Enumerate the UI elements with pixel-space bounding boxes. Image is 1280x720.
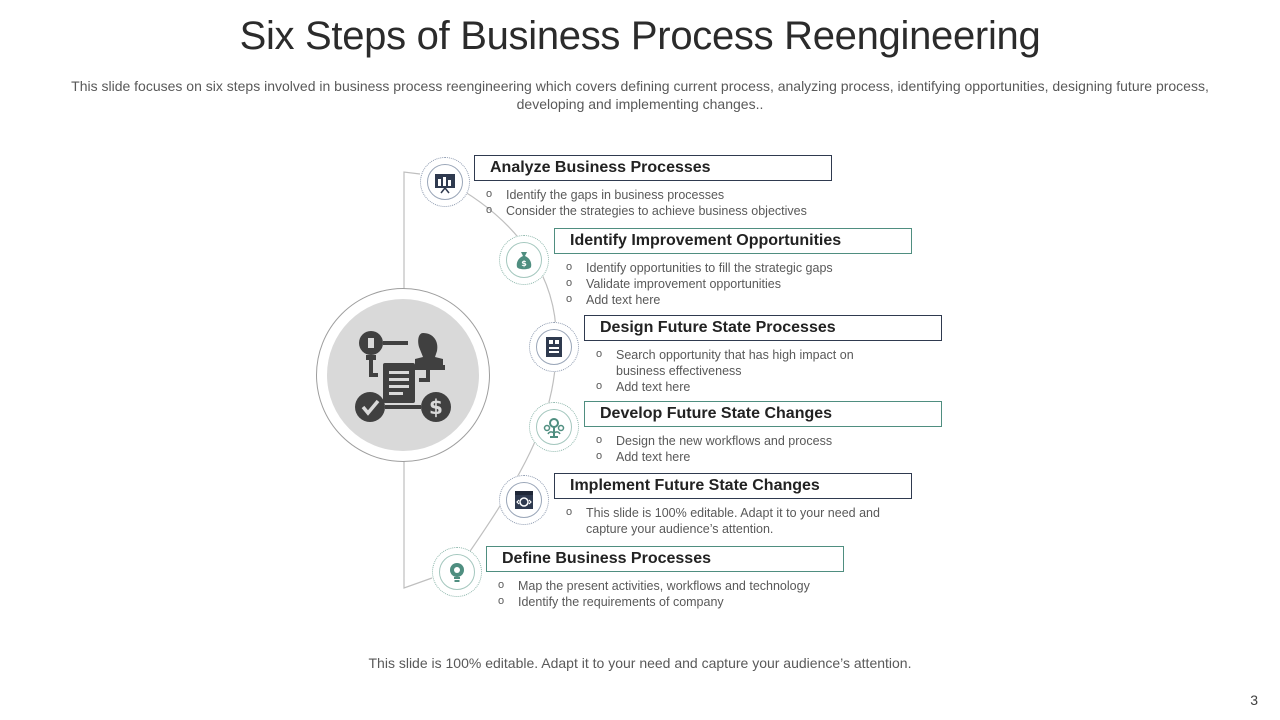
step-2: Identify Improvement Opportunities Ident… <box>554 228 912 308</box>
step-5: Implement Future State Changes This slid… <box>554 473 912 537</box>
step-4: Develop Future State Changes Design the … <box>584 401 942 465</box>
step-4-bullets: Design the new workflows and process Add… <box>584 432 942 465</box>
step-4-title: Develop Future State Changes <box>584 401 942 427</box>
step-5-bullets: This slide is 100% editable. Adapt it to… <box>554 504 886 537</box>
step-1-title: Analyze Business Processes <box>474 155 832 181</box>
page-title: Six Steps of Business Process Reengineer… <box>239 14 1041 58</box>
list-item: Design the new workflows and process <box>596 432 942 449</box>
step-2-node: $ <box>499 235 549 285</box>
page-number: 3 <box>1250 692 1258 708</box>
lightbulb-gear-icon <box>450 563 464 582</box>
code-window-icon <box>515 491 533 509</box>
step-1: Analyze Business Processes Identify the … <box>474 155 832 219</box>
svg-text:$: $ <box>429 395 443 419</box>
gear-plant-icon <box>543 418 565 438</box>
money-bag-icon: $ <box>516 252 532 270</box>
presentation-chart-icon <box>435 174 455 194</box>
step-6-title: Define Business Processes <box>486 546 844 572</box>
list-item: Search opportunity that has high impact … <box>596 346 886 379</box>
list-item: Map the present activities, workflows an… <box>498 577 844 594</box>
step-3-node <box>529 322 579 372</box>
list-item: Consider the strategies to achieve busin… <box>486 202 832 219</box>
list-item: Add text here <box>596 448 942 465</box>
step-5-title: Implement Future State Changes <box>554 473 912 499</box>
business-process-flow-icon: $ <box>355 331 451 422</box>
step-3-bullets: Search opportunity that has high impact … <box>584 346 886 395</box>
list-item: Identify the gaps in business processes <box>486 186 832 203</box>
svg-text:$: $ <box>521 259 527 268</box>
list-item: Identify opportunities to fill the strat… <box>566 259 912 276</box>
list-item: Add text here <box>596 378 886 395</box>
list-item: Identify the requirements of company <box>498 593 844 610</box>
step-3: Design Future State Processes Search opp… <box>584 315 942 395</box>
list-item: This slide is 100% editable. Adapt it to… <box>566 504 886 537</box>
step-6: Define Business Processes Map the presen… <box>486 546 844 610</box>
step-6-node <box>432 547 482 597</box>
step-5-node <box>499 475 549 525</box>
step-2-title: Identify Improvement Opportunities <box>554 228 912 254</box>
step-4-node <box>529 402 579 452</box>
step-1-node <box>420 157 470 207</box>
list-item: Add text here <box>566 291 912 308</box>
blueprint-document-icon <box>546 337 562 357</box>
list-item: Validate improvement opportunities <box>566 275 912 292</box>
step-3-title: Design Future State Processes <box>584 315 942 341</box>
step-6-bullets: Map the present activities, workflows an… <box>486 577 844 610</box>
footer-note: This slide is 100% editable. Adapt it to… <box>368 655 912 671</box>
page-subtitle: This slide focuses on six steps involved… <box>71 78 1209 112</box>
step-2-bullets: Identify opportunities to fill the strat… <box>554 259 912 308</box>
central-hub: $ <box>316 288 490 462</box>
step-1-bullets: Identify the gaps in business processes … <box>474 186 832 219</box>
